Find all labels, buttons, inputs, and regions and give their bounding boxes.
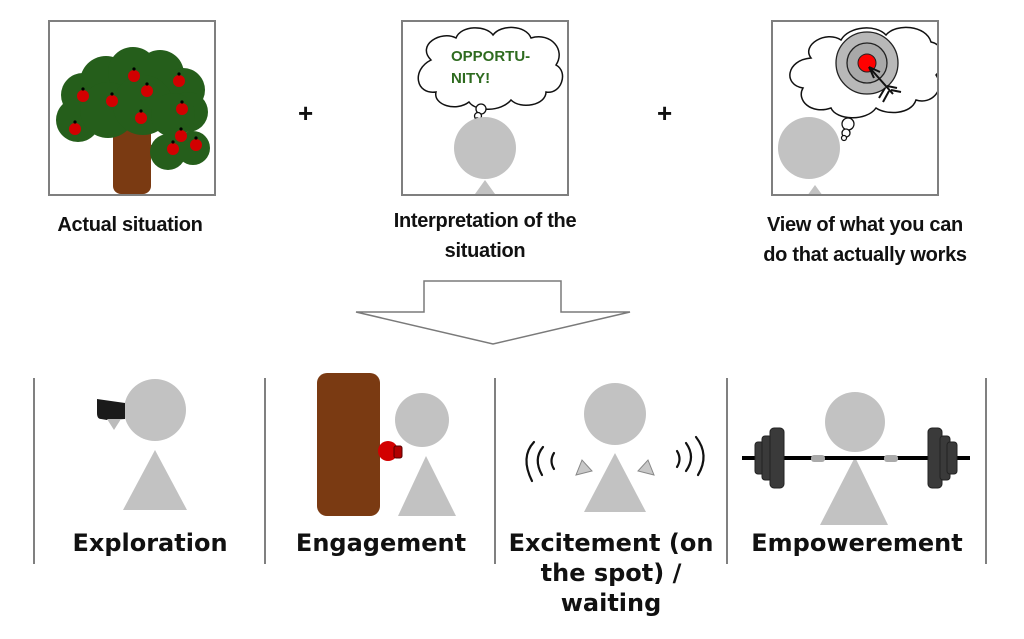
divider-line [494, 378, 496, 564]
figure-head [584, 383, 646, 445]
apple-tree-icon [56, 47, 210, 194]
barbell-icon [742, 427, 970, 489]
interpretation-label: Interpretation of the situation [393, 210, 577, 262]
person-figure-icon [454, 117, 516, 194]
apple-icon [173, 72, 185, 87]
apple-icon [77, 87, 89, 102]
thought-text: OPPORTU- NITY! [451, 48, 531, 87]
apple-icon [175, 127, 187, 142]
boxing-glove-icon [378, 441, 403, 461]
view-label: View of what you can do that actually wo… [763, 214, 967, 266]
divider-line [985, 378, 987, 564]
target-icon [835, 31, 899, 95]
tree-trunk [113, 120, 151, 194]
excitement-figure [525, 383, 705, 512]
vibration-lines-icon [525, 435, 705, 483]
exploration-figure [97, 379, 187, 510]
punching-bag-icon [317, 373, 380, 516]
view-panel [771, 20, 939, 196]
empowerement-figure [742, 392, 970, 525]
divider-line [264, 378, 266, 564]
target-thought-bubble-icon [789, 26, 937, 142]
trembling-hands-icon [575, 459, 655, 476]
person-figure-icon [778, 117, 840, 194]
figure-body [584, 453, 646, 512]
block-arrow-down-icon [355, 280, 631, 345]
apple-icon [176, 100, 188, 115]
plus-operator-1: + [298, 98, 314, 128]
binoculars-icon [97, 399, 125, 430]
apple-icon [167, 140, 179, 155]
apples [69, 67, 202, 155]
exploration-label: Exploration [72, 529, 228, 557]
apple-icon [69, 120, 81, 135]
figure-head [395, 393, 449, 447]
apple-icon [106, 92, 118, 107]
arrow-icon [868, 66, 902, 103]
figure-head [825, 392, 885, 452]
divider-line [726, 378, 728, 564]
interpretation-panel: OPPORTU- NITY! [401, 20, 569, 196]
engagement-figure [317, 373, 456, 516]
actual-situation-panel [48, 20, 216, 196]
plus-operator-2: + [657, 98, 673, 128]
apple-icon [141, 82, 153, 97]
divider-line [33, 378, 35, 564]
apple-icon [190, 136, 202, 151]
actual-situation-label: Actual situation [57, 214, 203, 236]
figure-body [123, 450, 187, 510]
figure-body [820, 457, 888, 525]
figure-head [124, 379, 186, 441]
apple-icon [128, 67, 140, 82]
figure-body [398, 456, 456, 516]
apple-icon [135, 109, 147, 124]
engagement-label: Engagement [295, 529, 467, 557]
empowerement-label: Empowerement [751, 529, 963, 557]
excitement-label: Excitement (on the spot) / waiting [508, 529, 714, 617]
